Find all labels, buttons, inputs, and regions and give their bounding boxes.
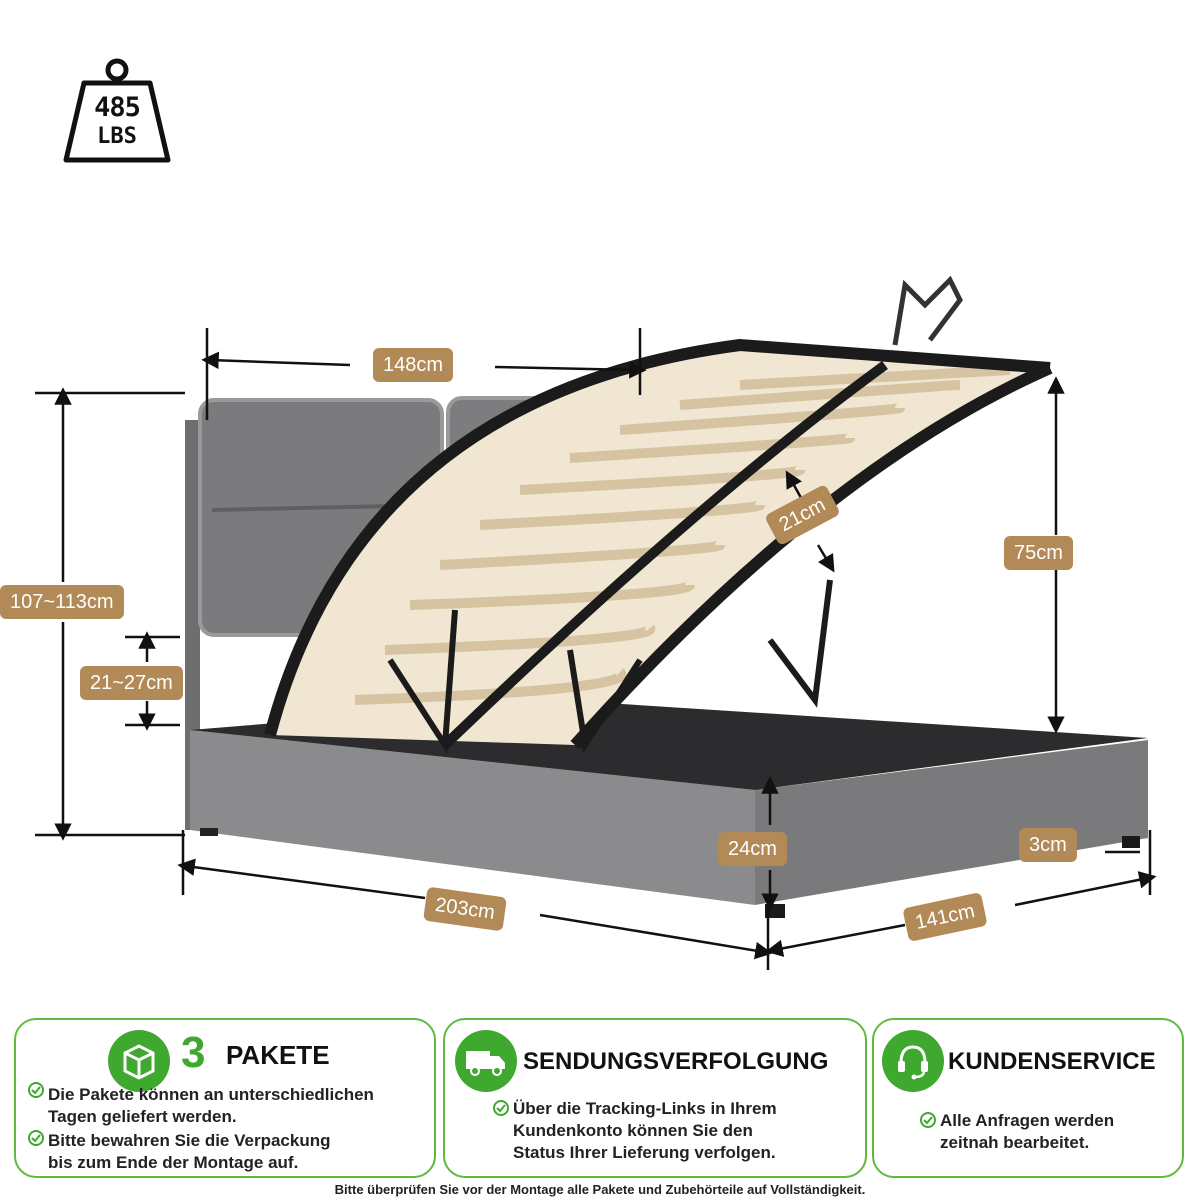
- packages-count: 3: [181, 1028, 206, 1077]
- dim-side-height: 24cm: [718, 832, 787, 866]
- dim-headboard-adjust: 21~27cm: [80, 666, 183, 700]
- packages-title: PAKETE: [226, 1040, 330, 1070]
- weight-icon: [63, 58, 171, 163]
- check-icon: [493, 1100, 509, 1116]
- service-line-1: Alle Anfragen werden: [940, 1111, 1115, 1130]
- packages-bullet-1-line-2: Tagen geliefert werden.: [48, 1107, 237, 1126]
- check-icon: [28, 1082, 44, 1098]
- weight-value: 485: [94, 92, 141, 123]
- tracking-title: SENDUNGSVERFOLGUNG: [523, 1048, 829, 1075]
- bed-drawing: [35, 275, 1157, 970]
- tracking-line-3: Status Ihrer Lieferung verfolgen.: [513, 1143, 776, 1162]
- dim-total-height: 107~113cm: [0, 585, 124, 619]
- delivery-truck-icon: [455, 1030, 517, 1092]
- dim-lift-height: 75cm: [1004, 536, 1073, 570]
- packages-card: 3 PAKETE Die Pakete können an unterschie…: [14, 1018, 436, 1178]
- bed-illustration: 148cm 107~113cm 21~27cm 21cm 75cm 24cm 3…: [0, 260, 1200, 980]
- packages-bullet-1-line-1: Die Pakete können an unterschiedlichen: [48, 1085, 374, 1104]
- check-icon: [920, 1112, 936, 1128]
- headset-icon: [882, 1030, 944, 1092]
- tracking-line-2: Kundenkonto können Sie den: [513, 1121, 753, 1140]
- service-card: KUNDENSERVICE Alle Anfragen werden zeitn…: [872, 1018, 1184, 1178]
- check-icon: [28, 1130, 44, 1146]
- box-icon: [108, 1030, 170, 1092]
- weight-unit: LBS: [97, 124, 137, 149]
- service-title: KUNDENSERVICE: [948, 1048, 1156, 1075]
- tracking-line-1: Über die Tracking-Links in Ihrem: [513, 1099, 777, 1118]
- dim-headboard-width: 148cm: [373, 348, 454, 382]
- packages-bullet-2-line-1: Bitte bewahren Sie die Verpackung: [48, 1131, 331, 1150]
- weight-badge: 485 LBS: [62, 58, 172, 168]
- dim-leg-height: 3cm: [1019, 828, 1077, 862]
- packages-bullet-2-line-2: bis zum Ende der Montage auf.: [48, 1153, 299, 1172]
- service-line-2: zeitnah bearbeitet.: [940, 1133, 1090, 1152]
- tracking-card: SENDUNGSVERFOLGUNG Über die Tracking-Lin…: [443, 1018, 867, 1178]
- footer-note: Bitte überprüfen Sie vor der Montage all…: [334, 1182, 866, 1197]
